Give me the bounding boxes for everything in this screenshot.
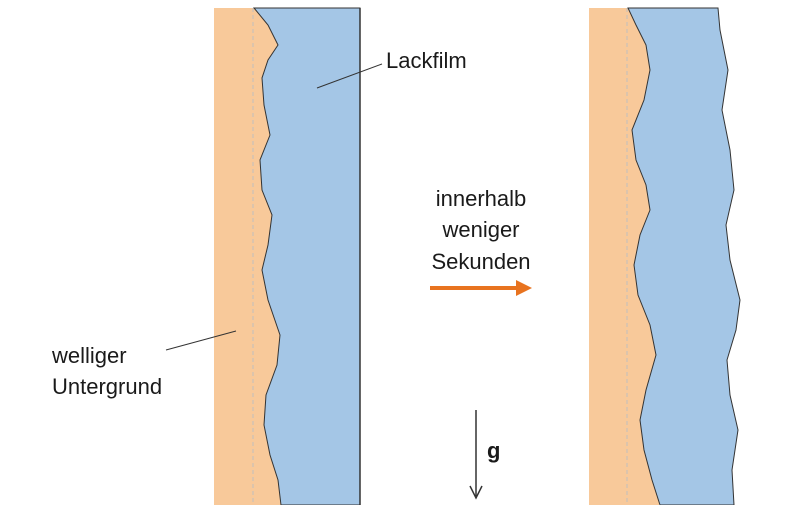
- gravity-label: g: [487, 438, 501, 463]
- paint-film-right: [627, 7, 741, 505]
- substrate-leader-line: [165, 330, 237, 351]
- time-label-line2: weniger: [442, 217, 520, 242]
- time-label-line1: innerhalb: [435, 186, 527, 211]
- process-arrow: [430, 280, 532, 296]
- film-leader-line: [316, 63, 383, 89]
- gravity-arrow: [469, 410, 483, 500]
- after-panel: [589, 7, 741, 505]
- before-panel: [214, 7, 361, 505]
- substrate-label-line2: Untergrund: [52, 374, 163, 399]
- film-label: Lackfilm: [386, 48, 467, 73]
- substrate-label-line1: welliger: [52, 343, 127, 368]
- paint-film-left: [252, 7, 361, 505]
- time-label-line3: Sekunden: [431, 249, 531, 274]
